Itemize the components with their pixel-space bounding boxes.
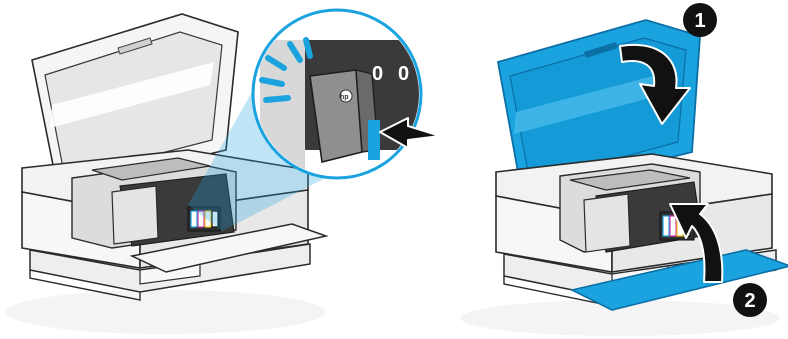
svg-text:0: 0: [372, 63, 383, 85]
cartridge-carriage: [187, 206, 221, 232]
open-scanner-lid: [31, 13, 239, 191]
ink-cartridge-icon: hp: [309, 69, 380, 163]
printer-body-right: [495, 153, 788, 311]
curved-arrow-up-icon: [669, 203, 724, 283]
panel-close-lid-and-door: 1 2: [460, 3, 788, 336]
step-badge-2: 2: [733, 283, 767, 317]
step-badge-1: 1: [683, 3, 717, 37]
zoom-callout-circle: 0 0 hp: [251, 8, 423, 180]
printer-body: [21, 149, 329, 301]
step-number-1: 1: [694, 10, 705, 32]
svg-text:0: 0: [398, 63, 409, 85]
panel-insert-cartridge: 0 0 hp: [5, 8, 441, 334]
click-rays: [259, 37, 313, 103]
step-number-2: 2: [744, 290, 755, 312]
curved-arrow-down-icon: [619, 43, 691, 125]
hp-logo: hp: [340, 94, 349, 101]
push-arrow-icon: [379, 117, 441, 149]
